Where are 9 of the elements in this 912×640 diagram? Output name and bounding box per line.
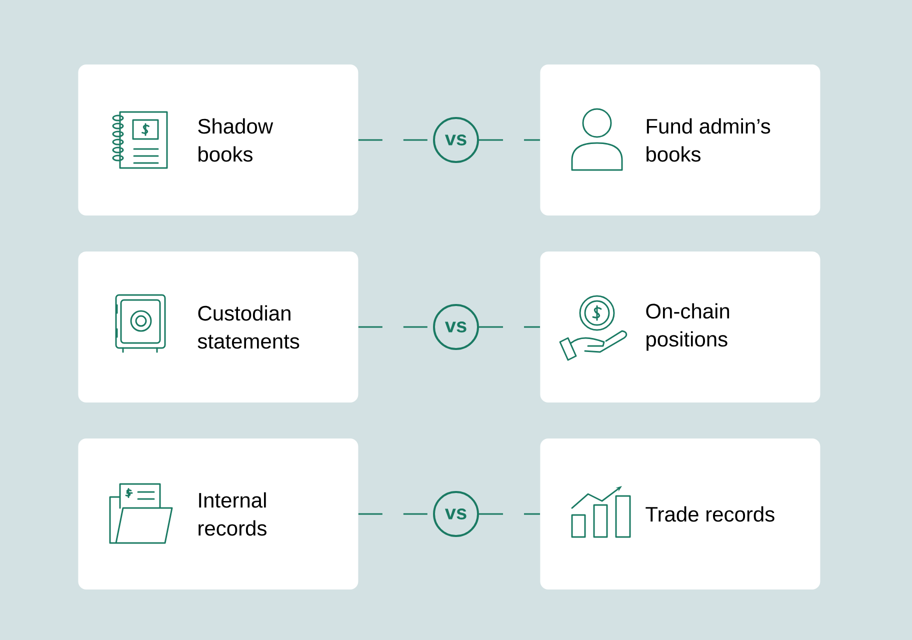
text-card: Shadow books — [78, 64, 358, 216]
dashed-connector — [479, 326, 540, 328]
text-card: Internal records — [78, 438, 358, 590]
text-card: Custodian statements — [78, 252, 358, 402]
text-card: On-chain positions — [540, 252, 820, 402]
dashed-connector — [479, 513, 540, 515]
dashed-connector — [479, 139, 540, 141]
text-card: Trade records — [540, 438, 820, 590]
text-card: Fund admin’s books — [540, 64, 820, 216]
